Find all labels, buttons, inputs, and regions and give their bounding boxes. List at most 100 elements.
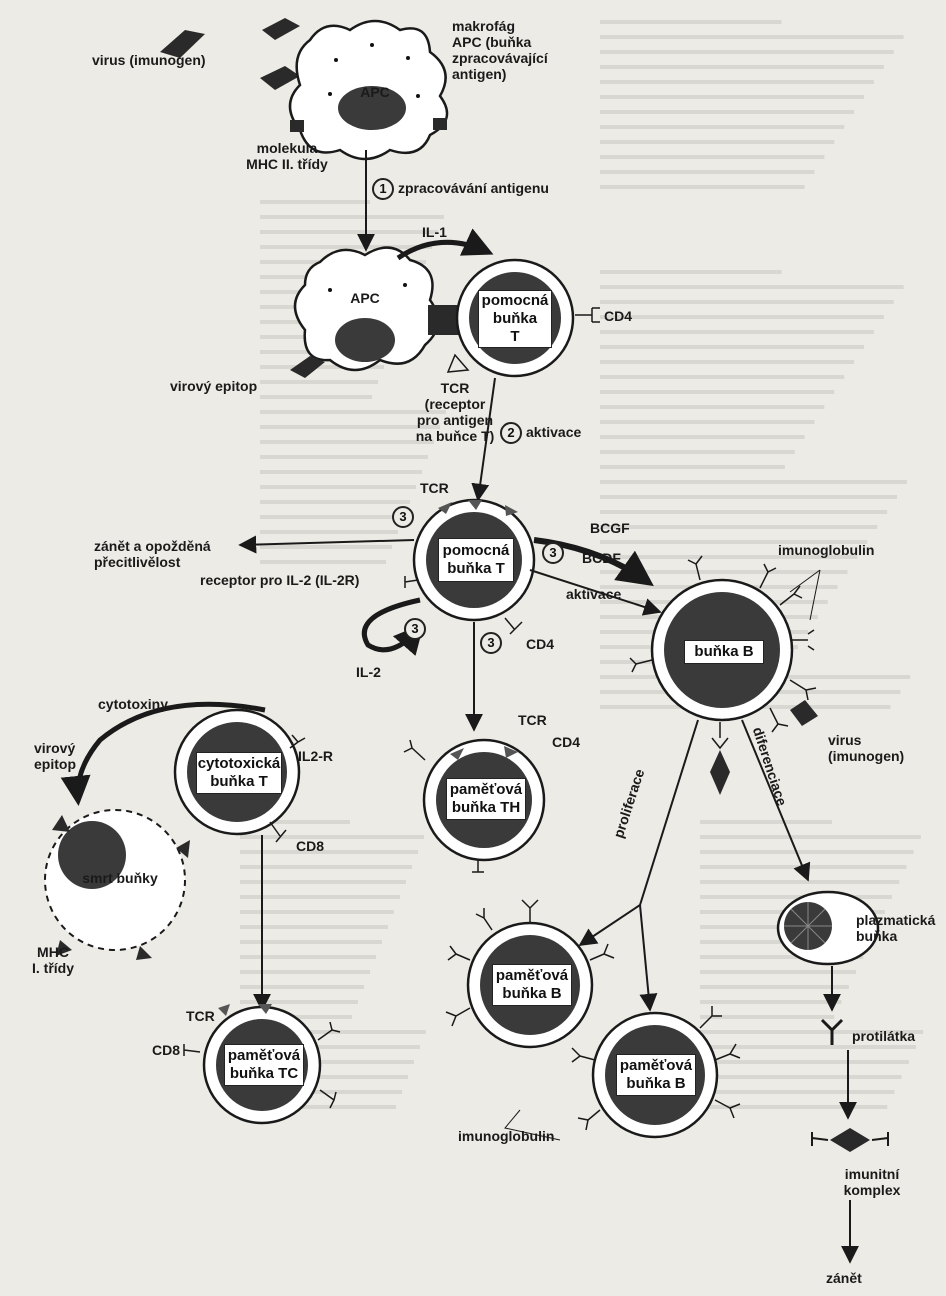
faded-text-line (600, 185, 805, 189)
arrow-aktivace-b (529, 569, 662, 616)
cd8-b-label: CD8 (152, 1042, 181, 1058)
faded-text-line (260, 425, 440, 429)
faded-text-line (600, 330, 874, 334)
memory-b2-label: paměťová buňka B (616, 1054, 696, 1096)
faded-text-line (700, 955, 864, 959)
faded-text-line (240, 1045, 420, 1049)
faded-text-line (240, 925, 388, 929)
faded-text-line (240, 1030, 426, 1034)
faded-text-line (700, 820, 832, 824)
faded-text-line (600, 95, 864, 99)
step3-badge-a: 3 (392, 506, 414, 528)
faded-text-line (600, 50, 894, 54)
faded-text-line (700, 1075, 902, 1079)
virovy-epitop-a-label: virový epitop (170, 378, 258, 394)
tcr-d-label: TCR (186, 1008, 215, 1024)
faded-text-line (700, 1015, 835, 1019)
arrow-activation (471, 377, 496, 502)
protilatka-label: protilátka (852, 1028, 916, 1044)
faded-text-line (600, 525, 878, 529)
faded-text-line (600, 405, 825, 409)
apc-top-label: APC (360, 84, 390, 100)
faded-text-line (240, 1090, 402, 1094)
step1-badge: 1 (372, 178, 394, 200)
faded-text-line (600, 345, 864, 349)
zanet-label: zánět a opožděná přecitlivělost (94, 538, 211, 570)
virus-particles-top (160, 18, 300, 90)
faded-text-line (600, 110, 855, 114)
faded-text-line (600, 495, 897, 499)
faded-text-line (240, 940, 382, 944)
faded-text-line (600, 140, 835, 144)
il2-label: IL-2 (356, 664, 381, 680)
faded-text-line (600, 35, 904, 39)
faded-text-line (700, 835, 921, 839)
memory-th-label: paměťová buňka TH (446, 778, 526, 820)
step3-badge-c: 3 (404, 618, 426, 640)
dead-cell-label: smrt buňky (82, 870, 158, 886)
imunoglobulin-top-label: imunoglobulin (778, 542, 875, 558)
faded-text-line (260, 365, 384, 369)
faded-text-line (240, 895, 400, 899)
faded-text-line (240, 835, 424, 839)
virus-imunogen-b-label: virus (imunogen) (828, 732, 905, 764)
helper-t2-label: pomocná buňka T (438, 538, 514, 582)
faded-text-line (700, 850, 914, 854)
faded-text-line (240, 865, 412, 869)
step3-badge-b: 3 (542, 542, 564, 564)
faded-text-line (260, 200, 370, 204)
arrow-proliferace-2 (639, 904, 658, 1012)
faded-text-line (600, 270, 782, 274)
faded-text-line (240, 1000, 358, 1004)
faded-text-line (600, 420, 815, 424)
mhc2-label: molekula MHC II. třídy (246, 140, 328, 172)
imunitni-komplex-label: imunitní komplex (843, 1166, 901, 1198)
plasma-cell (776, 890, 880, 966)
apc-macrophage-top (288, 19, 449, 161)
faded-text-line (240, 910, 394, 914)
faded-text-line (240, 955, 376, 959)
faded-text-line (600, 285, 904, 289)
faded-text-line (260, 245, 432, 249)
b-cell-label: buňka B (684, 640, 764, 664)
faded-text-line (600, 570, 848, 574)
faded-text-line (600, 555, 858, 559)
tcr-c-label: TCR (518, 712, 547, 728)
faded-text-line (600, 450, 795, 454)
arrow-il1 (396, 228, 494, 261)
faded-text-line (260, 470, 422, 474)
faded-text-line (700, 970, 856, 974)
helper-t1-label: pomocná buňka T (478, 290, 552, 348)
faded-text-line (600, 155, 825, 159)
faded-text-line (260, 515, 404, 519)
step3-badge-d: 3 (480, 632, 502, 654)
apc-second-label: APC (350, 290, 380, 306)
arrow-proliferace (578, 719, 699, 946)
faded-text-line (260, 380, 378, 384)
faded-text-line (260, 500, 410, 504)
faded-text-line (700, 985, 849, 989)
il1-label: IL-1 (422, 224, 447, 240)
tcr-receptor-label: TCR (receptor pro antigen na buňce T) (415, 380, 495, 444)
faded-text-line (260, 485, 416, 489)
faded-text-line (260, 215, 444, 219)
faded-text-line (600, 80, 874, 84)
faded-text-line (700, 1090, 895, 1094)
cytotoxiny-label: cytotoxiny (98, 696, 169, 712)
faded-text-line (240, 970, 370, 974)
faded-text-line (240, 1105, 396, 1109)
faded-text-line (600, 435, 805, 439)
faded-text-line (240, 985, 364, 989)
virovy-epitop-b-label: virový epitop (34, 740, 76, 772)
faded-text-line (700, 1000, 842, 1004)
faded-text-line (700, 1060, 909, 1064)
faded-text-line (600, 65, 884, 69)
il2r-b-label: IL2-R (298, 748, 333, 764)
cd4-b-label: CD4 (526, 636, 555, 652)
bcgf-label: BCGF (590, 520, 630, 536)
immune-complex-icon (811, 1128, 889, 1152)
antibody-icon (820, 1018, 844, 1045)
memory-tc-label: paměťová buňka TC (224, 1044, 304, 1086)
step1-label: zpracovávání antigenu (398, 180, 549, 196)
